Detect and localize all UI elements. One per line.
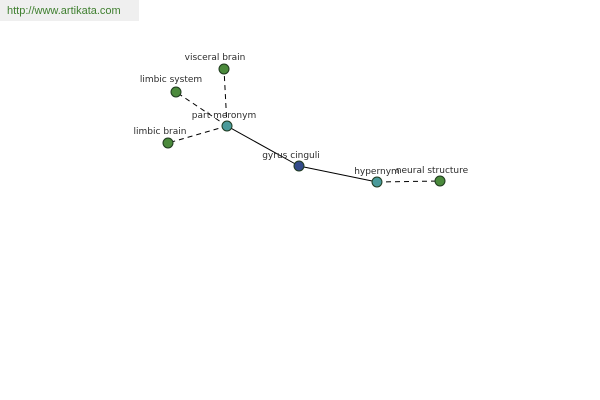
node-label-neural-structure: neural structure (396, 166, 469, 176)
node-dot-part-meronym[interactable] (221, 120, 233, 132)
node-label-limbic-brain: limbic brain (134, 127, 187, 137)
node-dot-visceral-brain[interactable] (218, 63, 230, 75)
node-neural-structure[interactable]: neural structure (396, 166, 469, 187)
node-limbic-brain[interactable]: limbic brain (134, 127, 187, 149)
edges-layer (167, 68, 441, 183)
source-url-text: http://www.artikata.com (7, 5, 121, 17)
node-dot-hypernym[interactable] (371, 176, 383, 188)
edge-part-meronym-to-limbic-brain (167, 125, 228, 144)
edge-hypernym-to-neural-structure (376, 180, 441, 183)
node-dot-gyrus-cinguli[interactable] (293, 160, 305, 172)
edge-part-meronym-to-visceral-brain (223, 68, 228, 127)
node-label-visceral-brain: visceral brain (185, 53, 246, 63)
node-limbic-system[interactable]: limbic system (140, 75, 202, 98)
node-label-part-meronym: part meronym (192, 111, 256, 121)
node-label-limbic-system: limbic system (140, 75, 202, 85)
edge-gyrus-cinguli-to-part-meronym (226, 125, 300, 167)
node-hypernym[interactable]: hypernym (354, 167, 400, 188)
nodes-layer: visceral brain limbic system limbic brain p… (134, 53, 469, 188)
source-url-banner: http://www.artikata.com (0, 0, 139, 21)
edge-part-meronym-to-limbic-system (175, 91, 228, 127)
node-dot-limbic-system[interactable] (170, 86, 182, 98)
edge-gyrus-cinguli-to-hypernym (298, 165, 378, 183)
node-label-hypernym: hypernym (354, 167, 400, 177)
node-part-meronym[interactable]: part meronym (192, 111, 256, 132)
node-dot-neural-structure[interactable] (434, 175, 446, 187)
node-visceral-brain[interactable]: visceral brain (185, 53, 246, 75)
node-label-gyrus-cinguli: gyrus cinguli (262, 151, 320, 161)
node-dot-limbic-brain[interactable] (162, 137, 174, 149)
node-gyrus-cinguli[interactable]: gyrus cinguli (262, 151, 320, 172)
